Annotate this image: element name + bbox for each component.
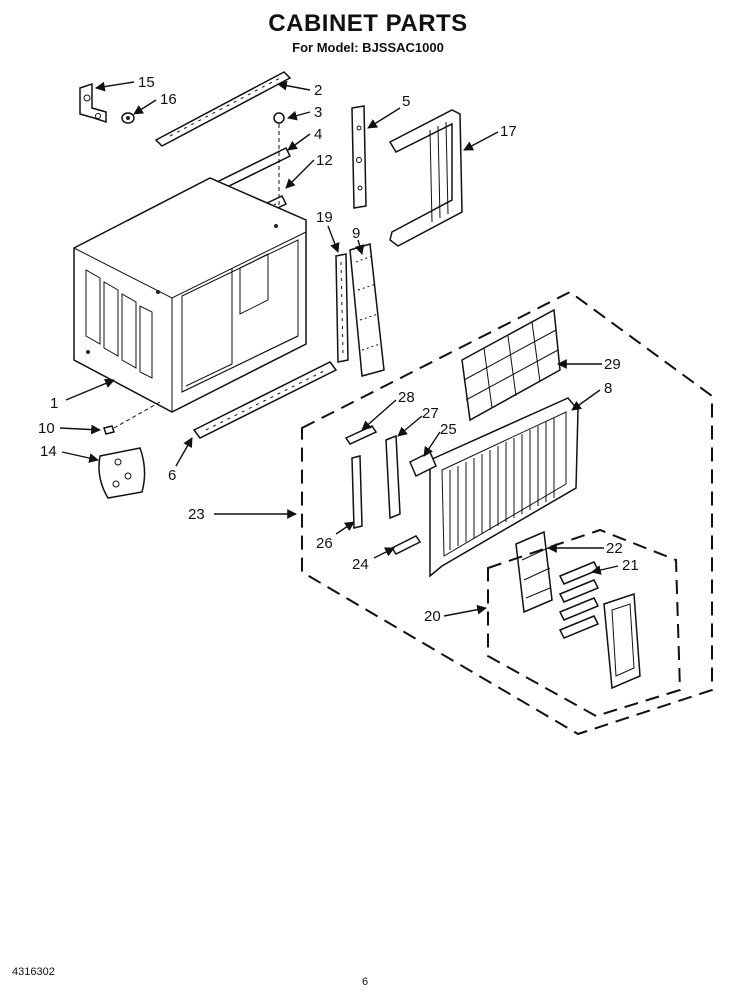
- callout-15: 15: [138, 74, 155, 91]
- callout-26: 26: [316, 535, 333, 552]
- front-panel-part-8: [429, 397, 579, 578]
- strip-part-26: [351, 455, 363, 529]
- page-title: CABINET PARTS: [268, 10, 468, 37]
- hardware-bag-part-14: [98, 447, 146, 499]
- callout-12: 12: [316, 152, 333, 169]
- strip-part-19: [335, 253, 349, 363]
- nut-part-3: [273, 112, 285, 124]
- tab-part-25: [409, 450, 437, 478]
- bracket-part-15: [79, 82, 107, 124]
- callout-22: 22: [606, 540, 623, 557]
- model-subtitle: For Model: BJSSAC1000: [292, 40, 444, 55]
- callout-14: 14: [40, 443, 57, 460]
- filter-part-29: [461, 308, 561, 422]
- callout-6: 6: [168, 467, 176, 484]
- rail-part-6: [192, 361, 338, 439]
- callout-8: 8: [604, 380, 612, 397]
- callout-29: 29: [604, 356, 621, 373]
- callout-19: 19: [316, 209, 333, 226]
- group-boundary-23: [301, 290, 713, 736]
- strip-part-27: [385, 434, 401, 520]
- callout-5: 5: [402, 93, 410, 110]
- callout-10: 10: [38, 420, 55, 437]
- callout-2: 2: [314, 82, 322, 99]
- callout-28: 28: [398, 389, 415, 406]
- housing-part-20: [603, 592, 641, 690]
- panel-part-9: [349, 243, 385, 377]
- callout-20: 20: [424, 608, 441, 625]
- callout-25: 25: [440, 421, 457, 438]
- callout-16: 16: [160, 91, 177, 108]
- screw-part-10: [103, 401, 161, 435]
- curtain-frame-part-17: [388, 109, 463, 247]
- callout-23: 23: [188, 506, 205, 523]
- strip-part-24: [390, 535, 422, 555]
- callout-17: 17: [500, 123, 517, 140]
- louver-frame-part-22: [515, 530, 553, 614]
- callout-9: 9: [352, 225, 360, 242]
- cabinet-housing-part-1: [73, 177, 307, 413]
- callout-24: 24: [352, 556, 369, 573]
- strip-part-28: [344, 425, 378, 445]
- callout-21: 21: [622, 557, 639, 574]
- callout-1: 1: [50, 395, 58, 412]
- group-boundary-20: [487, 528, 682, 718]
- page-number: 6: [362, 976, 369, 988]
- rail-part-2: [154, 71, 292, 147]
- callout-27: 27: [422, 405, 439, 422]
- bracket-part-5: [351, 105, 367, 209]
- screw-part-16: [121, 112, 135, 124]
- document-number: 4316302: [12, 966, 55, 978]
- louver-vanes-part-21: [558, 561, 600, 639]
- callout-3: 3: [314, 104, 322, 121]
- callout-4: 4: [314, 126, 322, 143]
- callout-numbers: 15 16 2 3 4 12 5 17 19 9 1 6 10 14 29 8 …: [38, 74, 639, 625]
- leader-lines: [59, 80, 619, 617]
